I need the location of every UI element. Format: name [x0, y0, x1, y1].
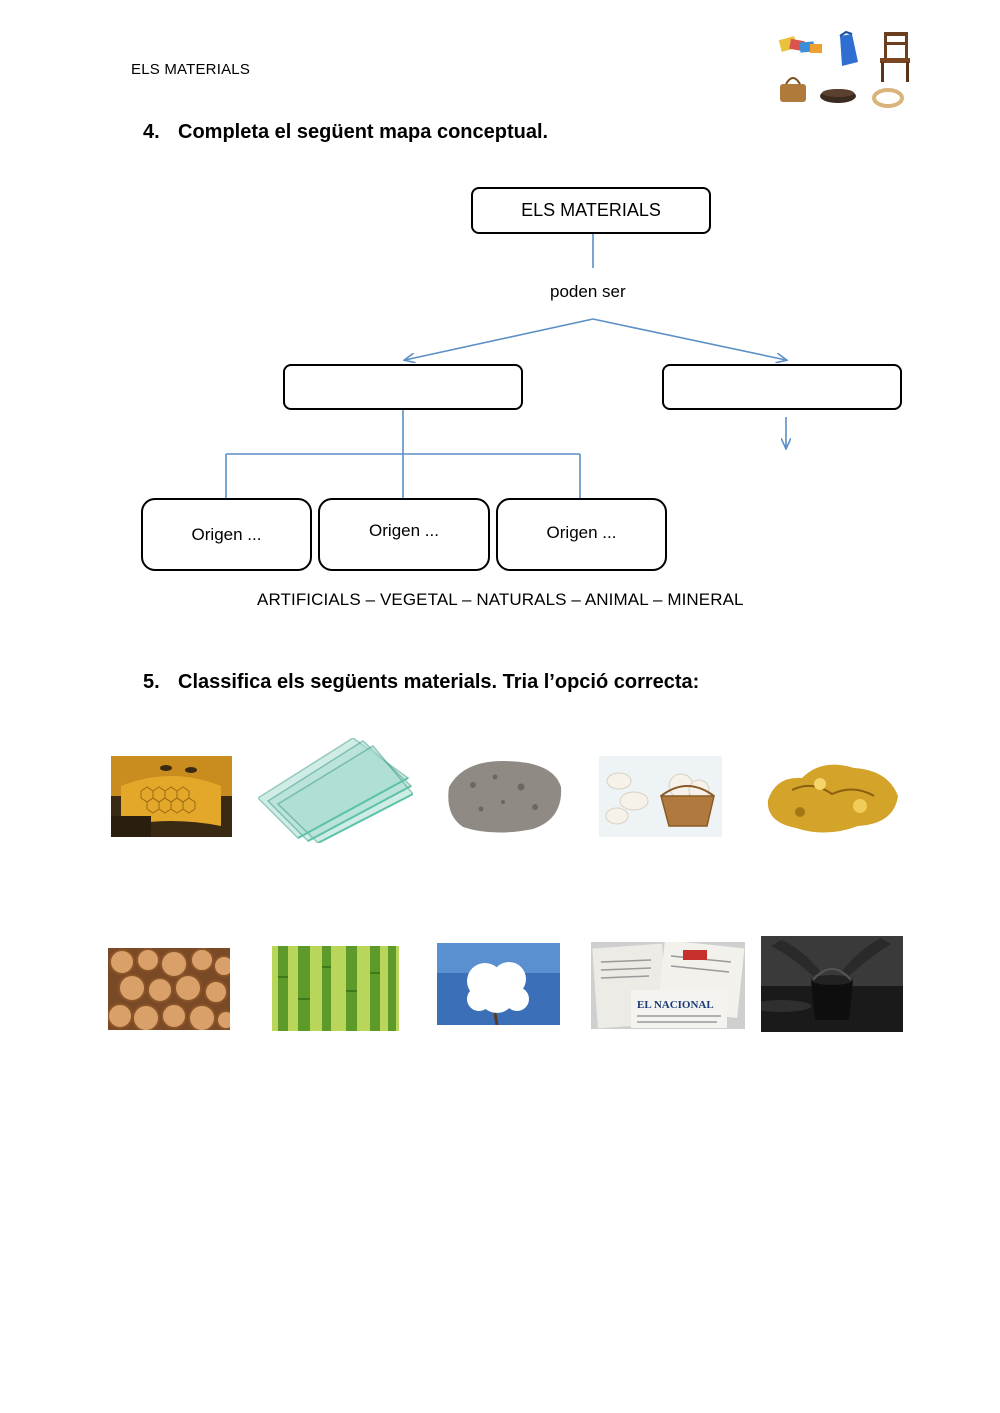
- cotton-image[interactable]: [437, 943, 560, 1025]
- right-category-blank-box[interactable]: [662, 364, 902, 410]
- newspapers-image[interactable]: EL NACIONAL: [591, 942, 745, 1029]
- question-5: 5. Classifica els següents materials. Tri…: [143, 671, 699, 694]
- origin-box-2[interactable]: Origen ...: [318, 498, 490, 571]
- origin-box-1[interactable]: Origen ...: [141, 498, 312, 571]
- glass-sheets-image[interactable]: [258, 738, 413, 843]
- newspaper-headline: EL NACIONAL: [637, 999, 714, 1011]
- firewood-logs-image[interactable]: [108, 948, 230, 1030]
- question-4-text: Completa el següent mapa conceptual.: [178, 121, 549, 143]
- wool-yarn-image[interactable]: [599, 756, 722, 837]
- question-4: 4. Completa el següent mapa conceptual.: [143, 121, 548, 144]
- bamboo-image[interactable]: [272, 946, 399, 1031]
- word-bank: ARTIFICIALS – VEGETAL – NATURALS – ANIMA…: [257, 590, 744, 609]
- household-objects-icon: [776, 28, 916, 112]
- question-5-number: 5.: [143, 671, 160, 693]
- concept-map-link-label: poden ser: [550, 282, 626, 301]
- origin-box-3-label: Origen ...: [546, 522, 617, 542]
- question-4-number: 4.: [143, 121, 160, 143]
- oil-bucket-image[interactable]: [761, 936, 903, 1032]
- origin-box-1-label: Origen ...: [191, 524, 262, 544]
- question-5-text: Classifica els següents materials. Tria …: [178, 671, 700, 693]
- document-header-title: ELS MATERIALS: [131, 61, 251, 78]
- origin-box-3[interactable]: Origen ...: [496, 498, 667, 571]
- concept-map-root-label: ELS MATERIALS: [521, 200, 661, 220]
- left-category-blank-box[interactable]: [283, 364, 523, 410]
- origin-box-2-label: Origen ...: [369, 520, 439, 540]
- honeycomb-image[interactable]: [111, 756, 232, 837]
- stone-image[interactable]: [443, 757, 563, 835]
- concept-map-root-box: ELS MATERIALS: [471, 187, 711, 234]
- concept-map-connectors: [225, 234, 1000, 498]
- gold-nugget-image[interactable]: [762, 750, 903, 844]
